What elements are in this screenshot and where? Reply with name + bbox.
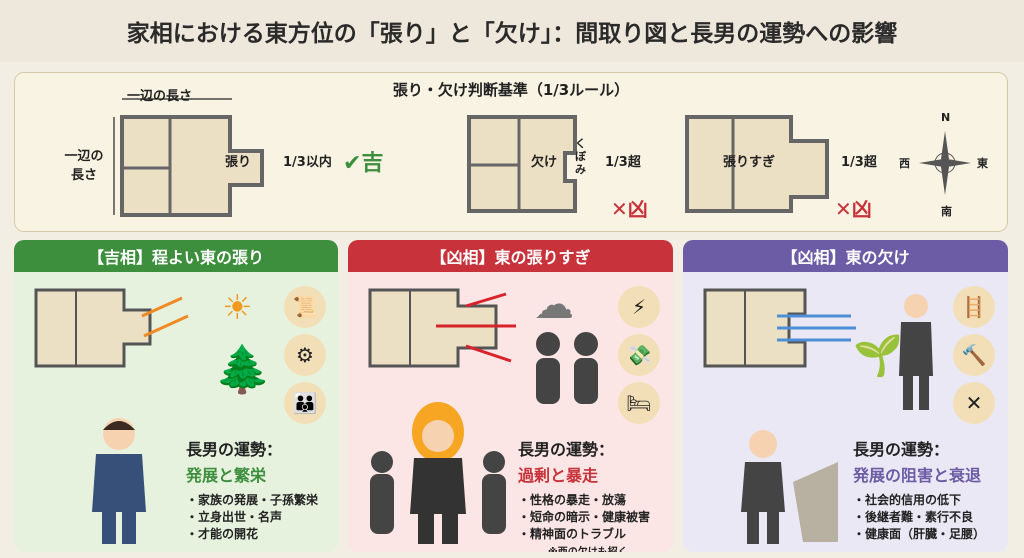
floor-plan-good bbox=[113, 98, 264, 217]
fortune-summary: 発展と繁栄 bbox=[186, 466, 267, 485]
compass-south: 南 bbox=[941, 205, 952, 218]
fortune-item: ・立身出世・名声 bbox=[186, 510, 283, 524]
compass-north: N bbox=[941, 111, 951, 124]
fortune-item: ・社会的信用の低下 bbox=[853, 493, 962, 507]
storm-cloud-icon: ☁ bbox=[534, 282, 574, 328]
gears-icon: ⚙ bbox=[284, 334, 326, 376]
fortune-summary: 発展の阻害と衰退 bbox=[853, 466, 982, 485]
floor-plan-excess bbox=[685, 115, 829, 213]
recess-label: くぼみ bbox=[575, 137, 586, 176]
liver-icon: ✕ bbox=[953, 382, 995, 424]
sad-businessman-illustration bbox=[899, 294, 933, 410]
compass-east: 東 bbox=[977, 157, 988, 170]
fortune-heading: 長男の運勢： bbox=[186, 440, 283, 459]
cross-icon: ✕ bbox=[611, 197, 628, 221]
panel-lack: 【凶相】東の欠け 🌱 🪜 🔨 ✕ 長男の運勢： 発展の阻害と衰退 ・社会的信用の… bbox=[683, 240, 1008, 552]
page-title: 家相における東方位の「張り」と「欠け」：間取り図と長男の運勢への影響 bbox=[0, 0, 1024, 62]
gavel-icon: 🔨 bbox=[953, 334, 995, 376]
despair-businessman-illustration bbox=[741, 430, 838, 544]
criteria-panel: 張り・欠け判断基準（1/3ルール） 一辺の長さ 一辺の長さ 張り 1/3以内 ✔… bbox=[14, 72, 1008, 232]
diploma-icon: 📜 bbox=[284, 286, 326, 328]
fortune-item: ・才能の開花 bbox=[186, 527, 259, 541]
withered-plant-icon: 🌱 bbox=[853, 333, 903, 379]
fortune-item: ・家族の発展・子孫繁栄 bbox=[186, 493, 319, 507]
businessman-happy-illustration bbox=[92, 418, 146, 544]
panel-good: 【吉相】程よい東の張り ☀ 🌲 📜 ⚙ 👪 長男の運勢： 発展と繁栄 ・家族の発… bbox=[14, 240, 338, 552]
fortune-note: ※西の欠けも招く bbox=[548, 543, 650, 552]
lightning-icon: ⚡ bbox=[618, 286, 660, 328]
panel-header: 【凶相】東の欠け bbox=[683, 240, 1008, 272]
floor-plan-illustration bbox=[368, 288, 516, 368]
panel-header: 【吉相】程よい東の張り bbox=[14, 240, 338, 272]
broken-ladder-icon: 🪜 bbox=[953, 286, 995, 328]
fortune-summary: 過剰と暴走 bbox=[518, 466, 599, 485]
excess-measure: 1/3超 bbox=[841, 155, 877, 170]
excess-verdict: 凶 bbox=[851, 197, 872, 221]
lack-label: 欠け bbox=[531, 155, 558, 170]
fortune-item: ・精神面のトラブル bbox=[518, 527, 627, 541]
hospital-bed-icon: 🛏 bbox=[618, 382, 660, 424]
good-verdict: 吉 bbox=[361, 151, 384, 176]
fortune-item: ・性格の暴走・放蕩 bbox=[518, 493, 627, 507]
fortune-heading: 長男の運勢： bbox=[518, 440, 615, 459]
cross-icon: ✕ bbox=[835, 197, 852, 221]
lack-verdict: 凶 bbox=[627, 197, 648, 221]
compass-west: 西 bbox=[899, 157, 910, 170]
floor-plan-illustration bbox=[703, 288, 856, 368]
angry-people-illustration bbox=[536, 332, 598, 404]
excess-label: 張りすぎ bbox=[723, 155, 776, 170]
criteria-title: 張り・欠け判断基準（1/3ルール） bbox=[392, 81, 630, 99]
fortune-item: ・健康面（肝臓・足腰） bbox=[853, 527, 986, 541]
lack-measure: 1/3超 bbox=[605, 155, 641, 170]
side-length-top-label: 一辺の長さ bbox=[127, 89, 193, 104]
money-icon: 💸 bbox=[618, 334, 660, 376]
trees-icon: 🌲 bbox=[214, 342, 272, 396]
floor-plan-illustration bbox=[34, 288, 189, 368]
good-measure: 1/3以内 bbox=[283, 155, 332, 170]
sun-icon: ☀ bbox=[222, 288, 253, 328]
check-icon: ✔ bbox=[343, 151, 362, 176]
panel-excess: 【凶相】東の張りすぎ ☁ ⚡ 💸 🛏 長男の運勢： 過剰と暴走 ・性格の暴走・放… bbox=[348, 240, 673, 552]
panel-header: 【凶相】東の張りすぎ bbox=[348, 240, 673, 272]
side-length-left-label: 一辺の長さ bbox=[64, 149, 104, 183]
fortune-heading: 長男の運勢： bbox=[853, 440, 950, 459]
floor-plan-lack bbox=[467, 115, 577, 213]
fortune-item: ・後継者難・素行不良 bbox=[853, 510, 974, 524]
compass-icon bbox=[919, 131, 971, 195]
angry-businessman-illustration bbox=[370, 402, 506, 544]
good-label: 張り bbox=[225, 155, 252, 170]
family-icon: 👪 bbox=[284, 382, 326, 424]
fortune-item: ・短命の暗示・健康被害 bbox=[518, 510, 651, 524]
